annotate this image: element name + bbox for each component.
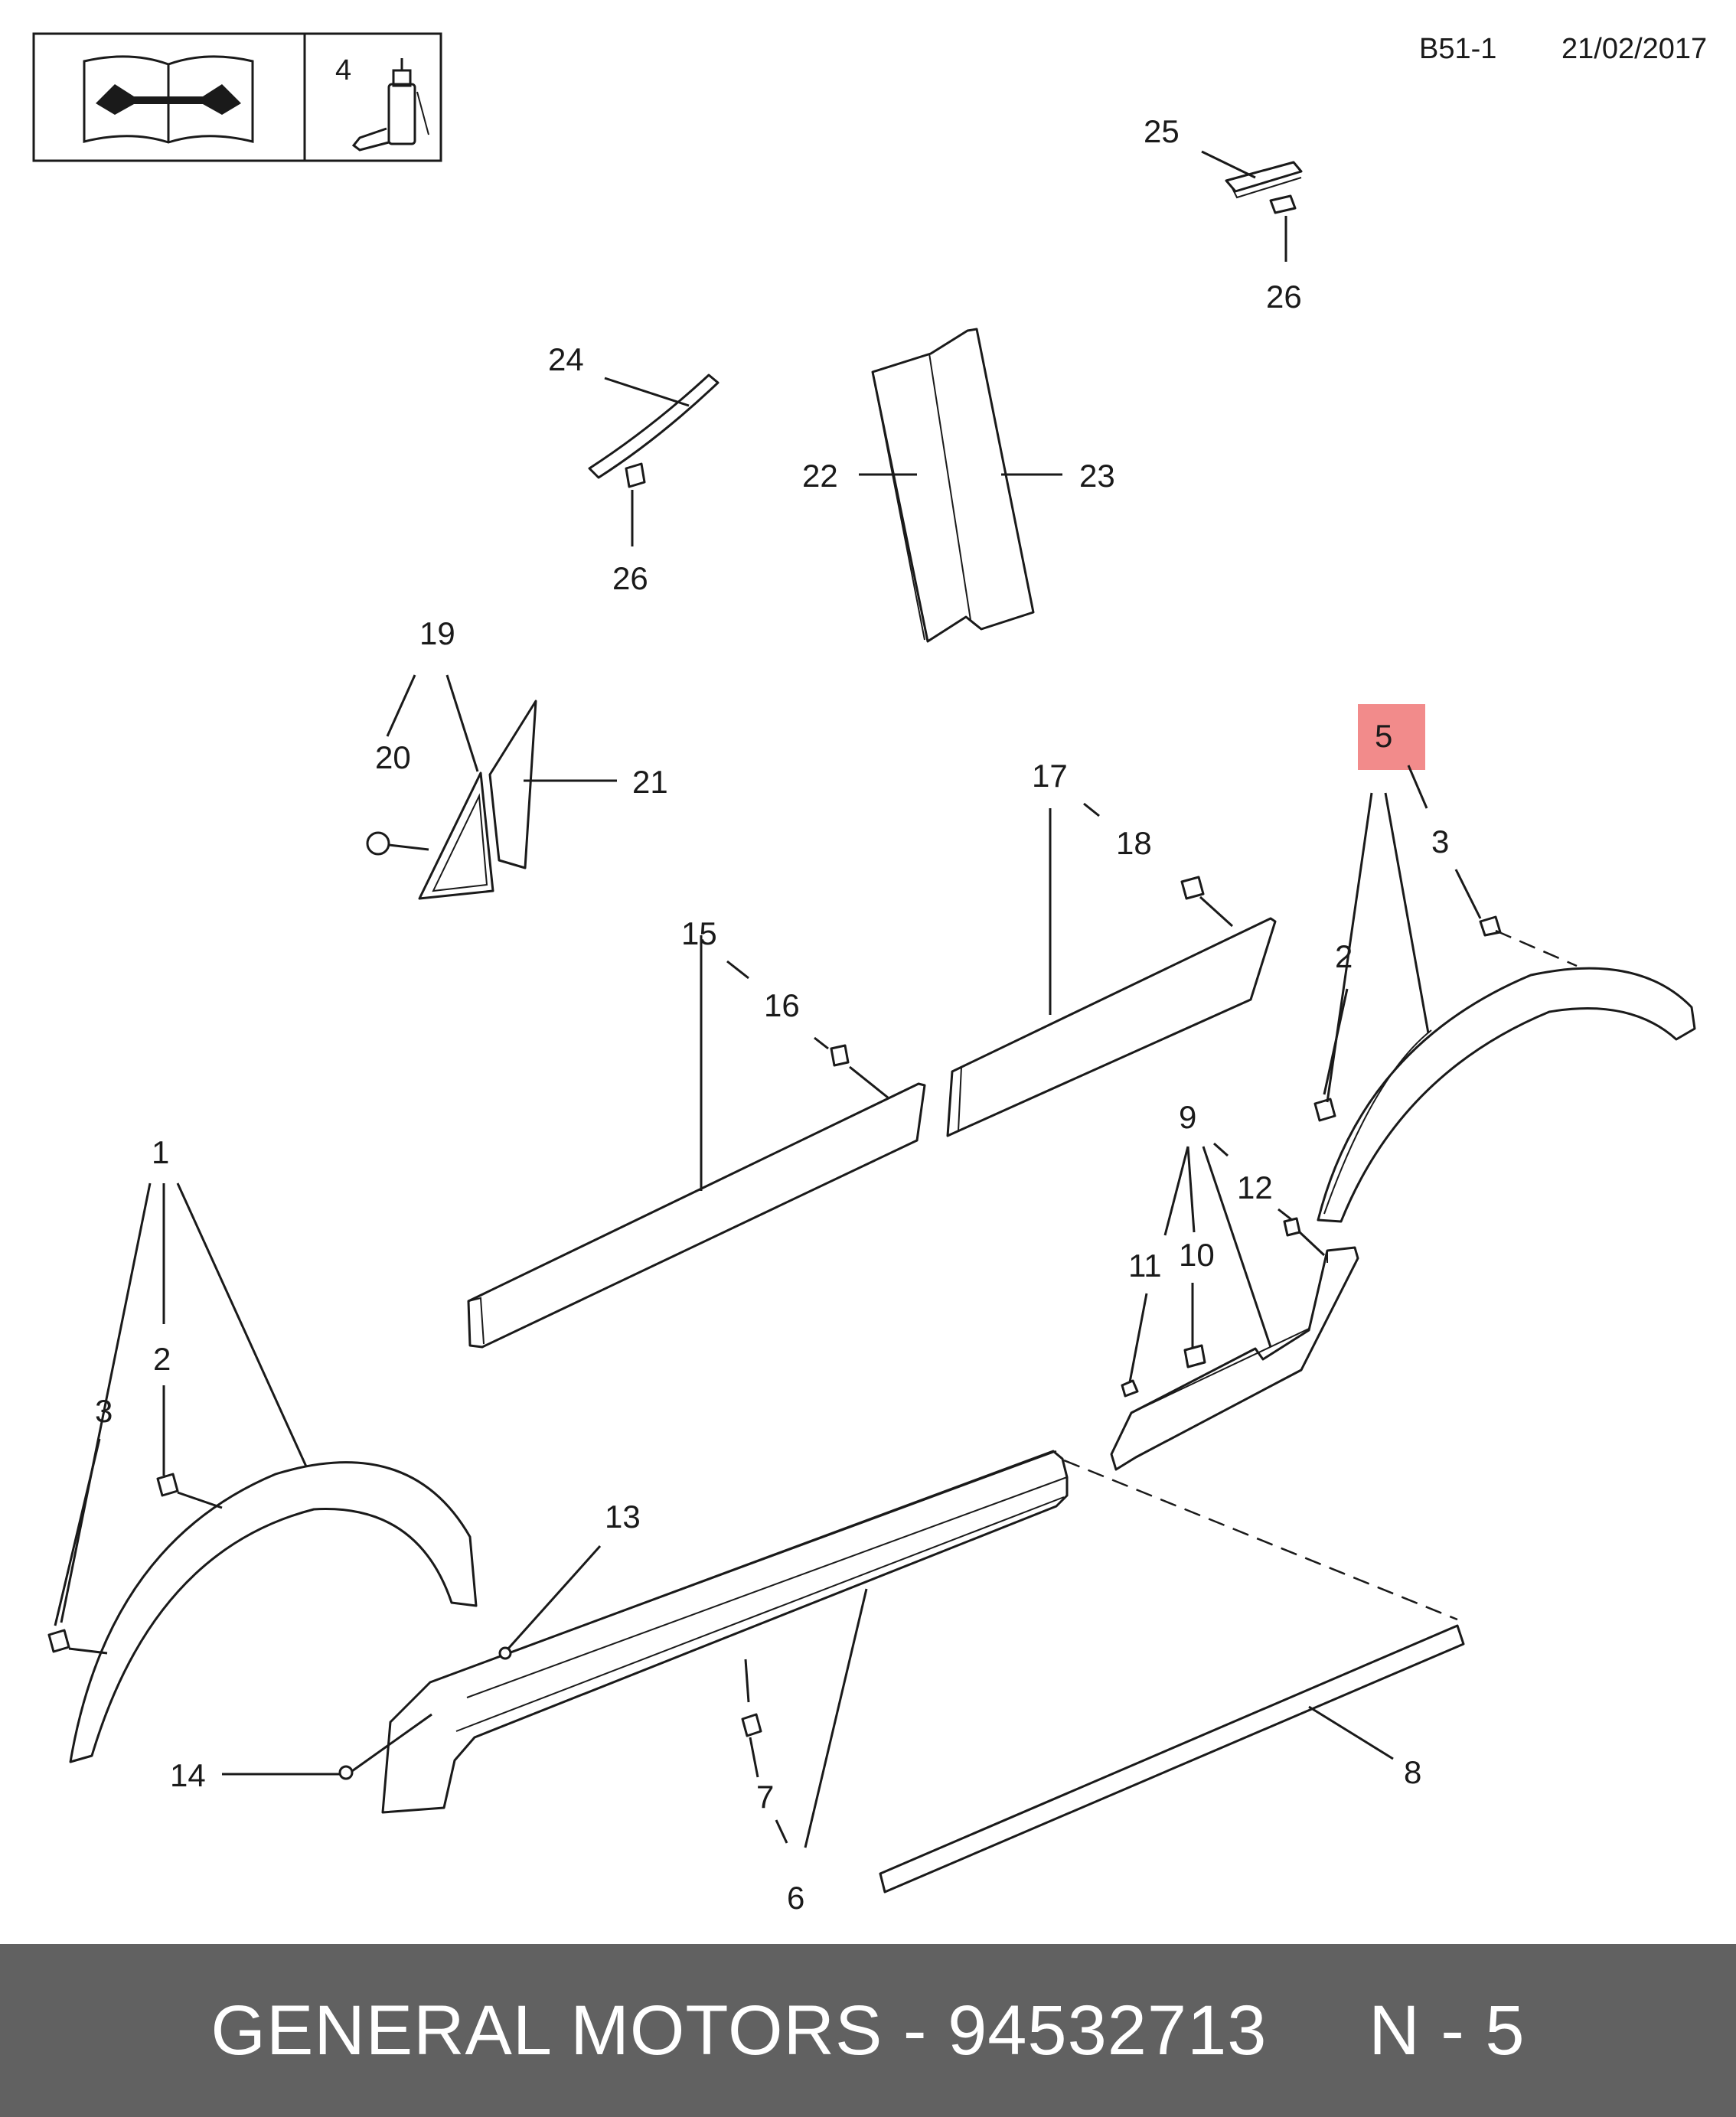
part-2-clip-rear (1313, 1098, 1336, 1122)
part-13-clip (498, 1646, 512, 1660)
callout-13: 13 (605, 1499, 641, 1535)
repair-manual-icon (83, 55, 254, 144)
adhesive-ref-label: 4 (335, 54, 351, 86)
callout-1: 1 (152, 1134, 169, 1170)
part-10-clip (1183, 1344, 1206, 1368)
part-17-rear-door-moulding (946, 917, 1277, 1137)
part-3-clip-front (47, 1629, 70, 1653)
footer-bar: GENERAL MOTORS - 94532713 N - 5 (0, 1944, 1736, 2117)
callout-12: 12 (1237, 1169, 1273, 1205)
callout-10: 10 (1179, 1237, 1215, 1273)
part-5-rear-wheel-arch (1317, 967, 1696, 1223)
callout-21: 21 (632, 764, 668, 800)
part-12-clip (1283, 1217, 1301, 1237)
callout-11: 11 (1128, 1248, 1162, 1284)
callout-17: 17 (1032, 758, 1068, 794)
part-9-rocker-extension (1110, 1246, 1359, 1471)
callout-22: 22 (802, 458, 838, 494)
part-25-clip (1225, 161, 1303, 199)
part-26-retainer-top (1269, 194, 1297, 214)
part-19-mirror-patch (418, 771, 494, 900)
callout-8: 8 (1404, 1754, 1421, 1790)
callout-5-highlight (1358, 704, 1425, 770)
part-1-front-wheel-arch (69, 1461, 478, 1763)
callout-15: 15 (681, 915, 717, 951)
part-21-seal (488, 700, 537, 869)
part-22-23-pillar (871, 328, 1035, 643)
part-8-sill-strip (879, 1624, 1465, 1894)
part-11-clip (1121, 1379, 1139, 1398)
callout-7: 7 (756, 1779, 774, 1815)
callout-14: 14 (170, 1757, 206, 1793)
callout-16: 16 (764, 987, 800, 1023)
part-15-front-door-moulding (467, 1082, 926, 1349)
part-14-screw (338, 1765, 354, 1780)
part-18-clip (1180, 876, 1205, 900)
part-2-clip-front (156, 1473, 179, 1497)
callout-3-rear: 3 (1431, 824, 1449, 860)
callout-6: 6 (787, 1880, 804, 1916)
part-20-nut (366, 831, 429, 856)
callout-24: 24 (548, 341, 584, 377)
diagram-code: B51-1 (1419, 33, 1496, 65)
adhesive-bottle-icon (351, 58, 429, 152)
callout-3-front: 3 (95, 1393, 113, 1429)
part-3-clip-rear (1479, 915, 1502, 937)
part-6-rocker-moulding (381, 1450, 1069, 1814)
callout-2-front: 2 (153, 1341, 171, 1377)
part-16-clip (830, 1044, 850, 1067)
part-24-trim (588, 373, 720, 479)
legend-box: 4 (32, 32, 442, 162)
callout-20: 20 (375, 739, 411, 775)
part-7-clip (741, 1713, 762, 1737)
callout-19: 19 (419, 615, 455, 651)
diagram-date: 21/02/2017 (1561, 33, 1707, 65)
footer-title: GENERAL MOTORS - 94532713 N - 5 (210, 1991, 1526, 2070)
callout-2-rear: 2 (1335, 938, 1353, 974)
callout-18: 18 (1116, 825, 1152, 861)
callout-26-top: 26 (1266, 279, 1302, 315)
callout-26-mid: 26 (612, 560, 648, 596)
callout-23: 23 (1079, 458, 1115, 494)
part-26-retainer-mid (625, 462, 646, 488)
callout-25: 25 (1144, 113, 1180, 149)
callout-9: 9 (1179, 1099, 1196, 1135)
callout-5: 5 (1375, 718, 1392, 754)
